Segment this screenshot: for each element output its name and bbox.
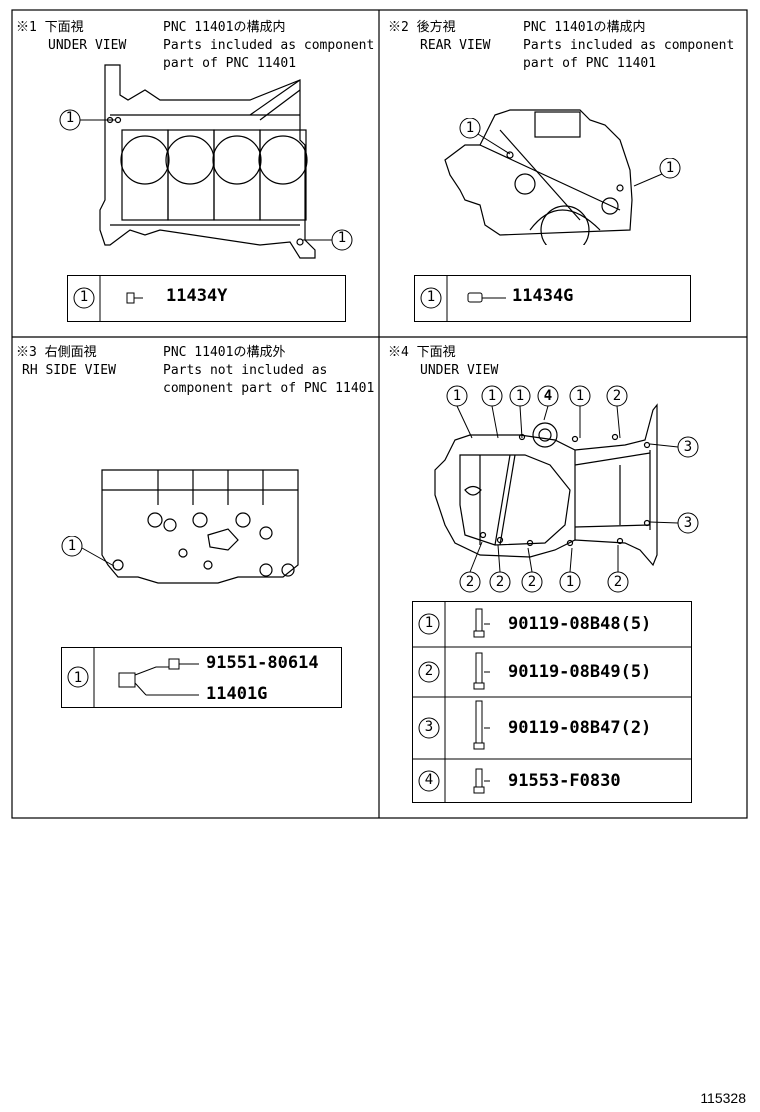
panel-3-note-1: Parts not included as xyxy=(163,363,328,378)
p4-callout-2a: 2 xyxy=(612,388,622,404)
table-1-row-num: 1 xyxy=(79,289,89,305)
p4-callout-2d: 2 xyxy=(527,574,537,590)
panel-3-view: RH SIDE VIEW xyxy=(22,363,116,378)
part-11401G: 11401G xyxy=(206,684,268,704)
table-4-row-4-num: 4 xyxy=(424,772,434,788)
engine-block-side-drawing xyxy=(101,469,299,584)
panel-3-note-2: component part of PNC 11401 xyxy=(163,381,375,396)
panel-3-parts-table xyxy=(61,647,342,708)
p4-callout-2e: 2 xyxy=(613,574,623,590)
callout-1-top xyxy=(59,109,116,131)
p4-callout-1c: 1 xyxy=(515,388,525,404)
callout-2-label: 1 xyxy=(465,120,475,136)
table-2-row-num: 1 xyxy=(426,289,436,305)
panel-1-note-1: Parts included as component xyxy=(163,38,375,53)
part-90119-08B48: 90119-08B48(5) xyxy=(508,614,652,634)
callout-2-right xyxy=(633,158,681,187)
panel-4-view: UNDER VIEW xyxy=(420,363,499,378)
panel-4-callouts xyxy=(446,385,699,593)
p4-callout-1d: 1 xyxy=(575,388,585,404)
callout-1-label: 1 xyxy=(65,110,75,126)
callout-1-label-b: 1 xyxy=(337,230,347,246)
engine-block-rear-drawing xyxy=(444,109,633,245)
panel-2-parts-table xyxy=(414,275,691,322)
panel-2-view: REAR VIEW xyxy=(420,38,491,53)
part-91553-F0830: 91553-F0830 xyxy=(508,771,621,791)
callout-2-label-b: 1 xyxy=(665,160,675,176)
panel-1-parts-table xyxy=(67,275,346,322)
p4-callout-3b: 3 xyxy=(683,515,693,531)
part-11434G: 11434G xyxy=(512,286,574,306)
table-4-row-3-num: 3 xyxy=(424,719,434,735)
panel-1-mark: ※1 下面視 xyxy=(16,20,84,35)
panel-2-note-1: Parts included as component xyxy=(523,38,735,53)
panel-2-note-2: part of PNC 11401 xyxy=(523,56,657,71)
panel-2-pnc: PNC 11401の構成内 xyxy=(523,20,646,35)
part-11434Y: 11434Y xyxy=(166,286,228,306)
panel-3-pnc: PNC 11401の構成外 xyxy=(163,345,286,360)
p4-callout-4: 4 xyxy=(543,388,553,404)
panel-4-mark: ※4 下面視 xyxy=(388,345,456,360)
p4-callout-2b: 2 xyxy=(465,574,475,590)
oil-pan-under-drawing xyxy=(434,403,658,567)
part-90119-08B49: 90119-08B49(5) xyxy=(508,662,652,682)
panel-1-pnc: PNC 11401の構成内 xyxy=(163,20,286,35)
callout-2-left xyxy=(459,118,511,155)
panel-1-view: UNDER VIEW xyxy=(48,38,127,53)
p4-callout-1b: 1 xyxy=(487,388,497,404)
p4-callout-3a: 3 xyxy=(683,439,693,455)
p4-callout-1e: 1 xyxy=(565,574,575,590)
panel-2-mark: ※2 後方視 xyxy=(388,20,456,35)
p4-callout-2c: 2 xyxy=(495,574,505,590)
callout-1-bottom xyxy=(302,229,353,251)
table-3-row-num: 1 xyxy=(73,670,83,686)
part-90119-08B47: 90119-08B47(2) xyxy=(508,718,652,738)
figure-id: 115328 xyxy=(700,1090,746,1106)
panel-1-note-2: part of PNC 11401 xyxy=(163,56,297,71)
engine-block-under-drawing xyxy=(99,64,316,259)
part-91551-80614: 91551-80614 xyxy=(206,653,319,673)
panel-4-parts-table xyxy=(412,601,692,803)
table-4-row-2-num: 2 xyxy=(424,663,434,679)
callout-3-label: 1 xyxy=(67,538,77,554)
callout-3 xyxy=(61,536,115,567)
panel-3-mark: ※3 右側面視 xyxy=(16,345,97,360)
table-4-row-1-num: 1 xyxy=(424,615,434,631)
p4-callout-1a: 1 xyxy=(452,388,462,404)
